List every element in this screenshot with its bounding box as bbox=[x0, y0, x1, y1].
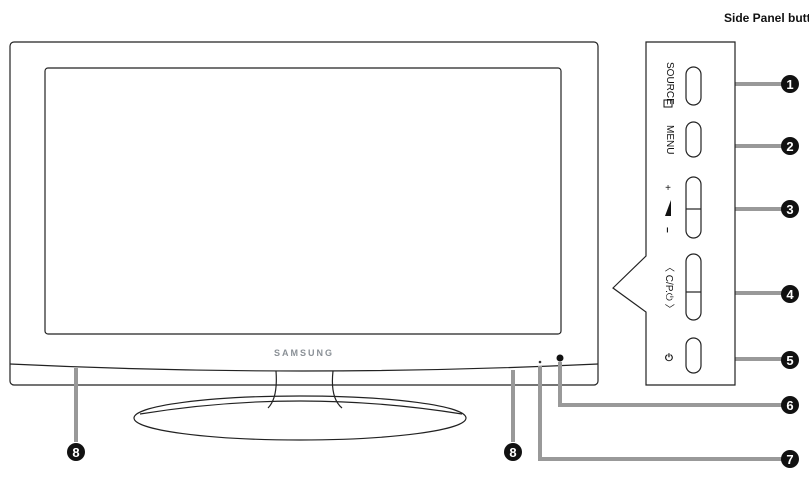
remote-sensor-dot bbox=[556, 354, 564, 362]
stand-neck-left bbox=[267, 370, 277, 409]
side-panel-callout-box bbox=[612, 41, 736, 386]
callout-5: 5 bbox=[781, 351, 799, 369]
stand-base-outer bbox=[133, 395, 467, 441]
svg-text:7: 7 bbox=[786, 452, 793, 467]
svg-text:2: 2 bbox=[786, 139, 793, 154]
callouts: 1 2 3 4 5 6 7 8 8 bbox=[67, 75, 799, 468]
stand-base-inner bbox=[139, 400, 463, 415]
callout-1: 1 bbox=[781, 75, 799, 93]
diagram-title: Side Panel buttons bbox=[724, 11, 809, 25]
svg-text:3: 3 bbox=[786, 202, 793, 217]
volume-minus-label: − bbox=[661, 227, 672, 233]
power-indicator-dot bbox=[538, 360, 542, 364]
channel-button[interactable] bbox=[685, 253, 702, 321]
svg-text:8: 8 bbox=[72, 445, 79, 460]
source-input-icon bbox=[663, 99, 673, 108]
power-icon: ⏻ bbox=[665, 352, 673, 364]
volume-wedge-icon bbox=[665, 200, 671, 216]
svg-text:5: 5 bbox=[786, 353, 793, 368]
callout-2: 2 bbox=[781, 137, 799, 155]
callout-7: 7 bbox=[781, 450, 799, 468]
callout-4: 4 bbox=[781, 285, 799, 303]
tv-front: SAMSUNG bbox=[9, 41, 599, 441]
channel-label: 〈 C/P.⏻ 〉 bbox=[663, 262, 675, 314]
svg-text:8: 8 bbox=[509, 445, 516, 460]
callout-8-left: 8 bbox=[67, 443, 85, 461]
callout-6: 6 bbox=[781, 396, 799, 414]
callout-8-right: 8 bbox=[504, 443, 522, 461]
power-button[interactable] bbox=[685, 337, 702, 374]
side-panel: SOURCE MENU + − 〈 C/P.⏻ 〉 ⏻ bbox=[612, 41, 736, 386]
callout-3: 3 bbox=[781, 200, 799, 218]
menu-label: MENU bbox=[664, 125, 675, 154]
menu-button[interactable] bbox=[685, 121, 702, 158]
svg-text:6: 6 bbox=[786, 398, 793, 413]
samsung-logo: SAMSUNG bbox=[274, 348, 334, 358]
source-label: SOURCE bbox=[664, 62, 675, 105]
bezel-line bbox=[9, 363, 599, 372]
source-button[interactable] bbox=[685, 66, 702, 106]
tv-frame bbox=[9, 41, 599, 386]
svg-text:4: 4 bbox=[786, 287, 794, 302]
tv-screen bbox=[44, 67, 562, 335]
volume-plus-label: + bbox=[665, 183, 671, 194]
stand-neck-right bbox=[331, 370, 343, 409]
volume-button[interactable] bbox=[685, 176, 702, 239]
svg-text:1: 1 bbox=[786, 77, 793, 92]
